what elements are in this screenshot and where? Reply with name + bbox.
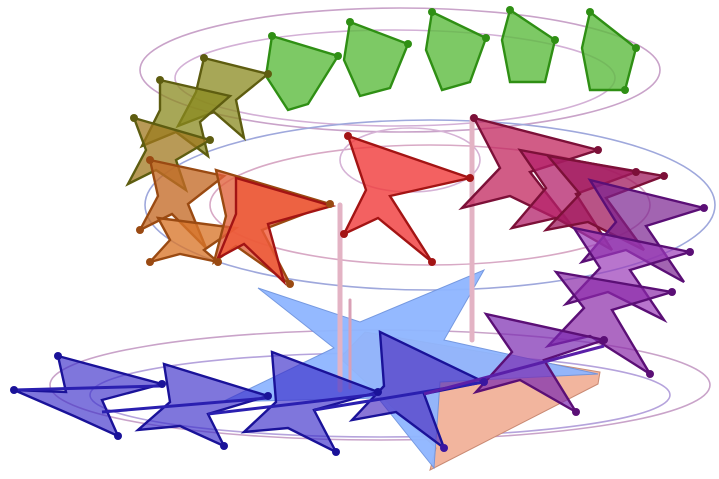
vertex-dot (130, 114, 138, 122)
red-star-1 (344, 136, 470, 262)
green-pentagon-2 (502, 10, 555, 82)
vertex-dot (632, 168, 640, 176)
vertex-dot (340, 230, 348, 238)
blue-star-4 (14, 356, 162, 436)
vertex-dot (700, 204, 708, 212)
vertex-dot (646, 370, 654, 378)
vertex-dot (551, 36, 559, 44)
vertex-dot (440, 444, 448, 452)
vertex-dot (466, 174, 474, 182)
vertex-dot (404, 40, 412, 48)
vertex-dot (136, 226, 144, 234)
vertex-dot (506, 6, 514, 14)
vertex-dot (660, 172, 668, 180)
vertex-dot (482, 34, 490, 42)
vertex-dot (428, 8, 436, 16)
vertex-dot (332, 448, 340, 456)
vertex-dot (586, 8, 594, 16)
vertex-dot (480, 378, 488, 386)
purple-star-3 (548, 272, 672, 374)
vertex-dot (374, 388, 382, 396)
green-pentagon-4 (344, 22, 408, 96)
vertex-dot (206, 136, 214, 144)
vertex-dot (268, 32, 276, 40)
green-pentagon-5 (266, 36, 338, 110)
vertex-dot (470, 114, 478, 122)
vertex-dot (264, 70, 272, 78)
vertex-dot (428, 258, 436, 266)
vertex-dot (146, 258, 154, 266)
vertex-dot (264, 392, 272, 400)
vertex-dot (214, 258, 222, 266)
vertex-dot (668, 288, 676, 296)
vertex-dot (334, 52, 342, 60)
vertex-dot (632, 44, 640, 52)
vertex-dot (686, 248, 694, 256)
vertex-dot (346, 18, 354, 26)
blue-star-3 (138, 364, 268, 446)
vertex-dot (326, 200, 334, 208)
vertex-dot (156, 76, 164, 84)
vertex-dot (54, 352, 62, 360)
vertex-dot (344, 132, 352, 140)
vertex-dot (594, 146, 602, 154)
vertex-dot (10, 386, 18, 394)
vertex-dot (572, 408, 580, 416)
vertex-dot (146, 156, 154, 164)
green-pentagon-3 (426, 12, 486, 90)
vertex-dot (158, 380, 166, 388)
vertex-dot (286, 280, 294, 288)
vertex-dot (200, 54, 208, 62)
vertex-dot (114, 432, 122, 440)
vertex-dot (600, 336, 608, 344)
vertex-dot (220, 442, 228, 450)
vertex-dot (621, 86, 629, 94)
green-pentagon-1 (582, 12, 636, 90)
